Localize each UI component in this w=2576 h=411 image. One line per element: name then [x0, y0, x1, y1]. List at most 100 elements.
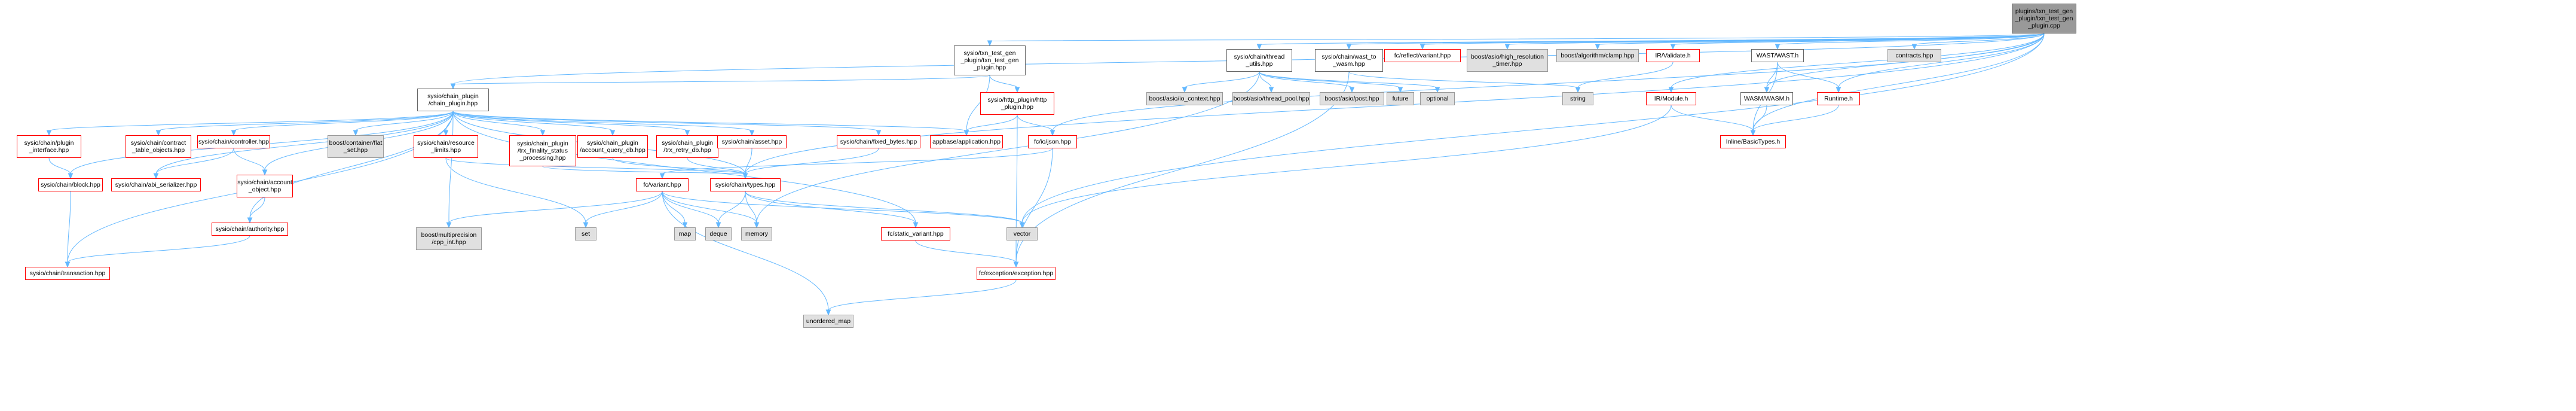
arrowhead-root-to-boost_clamp — [1595, 44, 1601, 50]
arrowhead-txn_hpp-to-chain_plugin — [450, 83, 456, 90]
node-plugin-interface[interactable]: sysio/chain/plugin _interface.hpp — [17, 135, 81, 158]
node-trx-retry-db[interactable]: sysio/chain_plugin /trx_retry_db.hpp — [656, 135, 718, 158]
node-wasm-h[interactable]: WASM/WASM.h — [1740, 92, 1793, 105]
node-runtime-h[interactable]: Runtime.h — [1817, 92, 1860, 105]
node-fc-json[interactable]: fc/io/json.hpp — [1028, 135, 1077, 148]
arrowhead-thread_utils-to-boost_post — [1349, 87, 1355, 93]
edge-account_object-to-authority — [249, 197, 265, 219]
edge-ir_validate-to-string — [1577, 62, 1674, 89]
edge-chain_plugin-to-flat_set — [355, 111, 454, 132]
edge-root-to-runtime_h — [1838, 33, 2045, 89]
node-controller[interactable]: sysio/chain/controller.hpp — [197, 135, 270, 148]
node-contract-table[interactable]: sysio/chain/contract _table_objects.hpp — [126, 135, 191, 158]
arrowhead-fixed_bytes-to-chain_types — [742, 173, 748, 179]
edge-thread_utils-to-boost_io_context — [1184, 71, 1260, 89]
arrowhead-static_variant-to-fc_exception — [1013, 261, 1019, 268]
node-set: set — [575, 227, 596, 240]
node-transaction[interactable]: sysio/chain/transaction.hpp — [25, 267, 110, 280]
node-abi-serializer[interactable]: sysio/chain/abi_serializer.hpp — [111, 178, 201, 191]
arrowhead-ir_module-to-basic_types — [1750, 130, 1756, 136]
edge-chain_plugin-to-static_variant — [452, 111, 916, 224]
edge-controller-to-account_object — [233, 148, 265, 171]
node-thread-utils[interactable]: sysio/chain/thread _utils.hpp — [1226, 49, 1292, 72]
node-optional: optional — [1420, 92, 1455, 105]
edge-account_query_db-to-chain_types — [612, 157, 746, 175]
node-resource-limits[interactable]: sysio/chain/resource _limits.hpp — [414, 135, 478, 158]
edge-root-to-wast_h — [1777, 33, 2045, 45]
node-future: future — [1387, 92, 1414, 105]
edge-static_variant-to-fc_exception — [915, 240, 1017, 263]
node-wast-h[interactable]: WAST/WAST.h — [1751, 49, 1804, 62]
node-static-variant[interactable]: fc/static_variant.hpp — [881, 227, 950, 240]
node-chain-types[interactable]: sysio/chain/types.hpp — [710, 178, 781, 191]
arrowhead-wast_h-to-runtime_h — [1835, 87, 1841, 93]
arrowhead-thread_utils-to-future — [1397, 87, 1403, 93]
node-appbase[interactable]: appbase/application.hpp — [930, 135, 1003, 148]
node-map: map — [674, 227, 696, 240]
edge-fc_variant-to-set — [585, 191, 663, 224]
node-boost-hrt: boost/asio/high_resolution _timer.hpp — [1467, 49, 1548, 72]
node-chain-plugin[interactable]: sysio/chain_plugin /chain_plugin.hpp — [417, 89, 489, 111]
edge-authority-to-transaction — [67, 235, 250, 263]
edge-controller-to-abi_serializer — [155, 148, 234, 175]
arrowhead-chain_plugin-to-trx_retry_db — [684, 130, 690, 136]
arrowhead-txn_hpp-to-http_plugin — [1014, 87, 1020, 93]
node-boost-thread-pool: boost/asio/thread_pool.hpp — [1232, 92, 1310, 105]
node-fixed-bytes[interactable]: sysio/chain/fixed_bytes.hpp — [837, 135, 920, 148]
node-contracts-hpp: contracts.hpp — [1887, 49, 1941, 62]
node-account-query-db[interactable]: sysio/chain_plugin /account_query_db.hpp — [577, 135, 648, 158]
edge-root-to-vector — [1021, 33, 2045, 224]
edge-root-to-txn_hpp — [989, 33, 2045, 42]
node-basic-types[interactable]: Inline/BasicTypes.h — [1720, 135, 1786, 148]
edge-wasm_h-to-basic_types — [1752, 105, 1767, 132]
arrowhead-authority-to-transaction — [65, 261, 71, 268]
arrowhead-fc_exception-to-unordered_map — [825, 309, 831, 316]
node-wast-to-wasm[interactable]: sysio/chain/wast_to _wasm.hpp — [1315, 49, 1383, 72]
edge-chain_plugin-to-abi_serializer — [155, 111, 454, 175]
edge-root-to-contracts_hpp — [1914, 33, 2045, 45]
edge-wast_h-to-wasm_h — [1766, 62, 1778, 89]
edge-chain_plugin-to-trx_retry_db — [452, 111, 688, 132]
arrowhead-controller-to-abi_serializer — [153, 173, 159, 179]
node-string: string — [1562, 92, 1593, 105]
node-vector: vector — [1006, 227, 1038, 240]
edge-fc_variant-to-memory — [662, 191, 757, 224]
node-ir-module[interactable]: IR/Module.h — [1646, 92, 1696, 105]
arrowhead-ir_validate-to-string — [1575, 87, 1581, 93]
edge-wast_h-to-runtime_h — [1777, 62, 1839, 89]
edge-ir_module-to-vector — [1021, 105, 1672, 224]
node-txn-hpp[interactable]: sysio/txn_test_gen _plugin/txn_test_gen … — [954, 45, 1026, 75]
edge-root-to-fc_json — [1052, 33, 2045, 132]
node-block-hpp[interactable]: sysio/chain/block.hpp — [38, 178, 103, 191]
arrowhead-account_object-to-authority — [247, 217, 253, 224]
node-flat-set: boost/container/flat _set.hpp — [328, 135, 384, 158]
node-fc-reflect-variant[interactable]: fc/reflect/variant.hpp — [1384, 49, 1461, 62]
arrowhead-chain_plugin-to-resource_limits — [443, 130, 449, 136]
node-fc-variant[interactable]: fc/variant.hpp — [636, 178, 689, 191]
node-http-plugin[interactable]: sysio/http_plugin/http _plugin.hpp — [980, 92, 1054, 115]
arrowhead-http_plugin-to-appbase — [963, 130, 969, 136]
edge-fc_variant-to-map — [662, 191, 686, 224]
node-account-object[interactable]: sysio/chain/account _object.hpp — [237, 175, 293, 197]
edge-fc_exception-to-unordered_map — [828, 279, 1017, 311]
edge-root-to-ir_module — [1671, 33, 2045, 89]
node-trx-finality[interactable]: sysio/chain_plugin /trx_finality_status … — [509, 135, 576, 166]
edge-chain_plugin-to-contract_table — [158, 111, 454, 132]
arrowhead-chain_plugin-to-asset — [749, 130, 755, 136]
edge-txn_hpp-to-chain_plugin — [452, 75, 990, 85]
node-asset[interactable]: sysio/chain/asset.hpp — [717, 135, 787, 148]
edge-fc_json-to-fc_exception — [1015, 148, 1053, 263]
node-ir-validate[interactable]: IR/Validate.h — [1646, 49, 1700, 62]
arrowhead-http_plugin-to-fc_json — [1050, 130, 1056, 136]
node-multiprecision: boost/multiprecision /cpp_int.hpp — [416, 227, 482, 250]
arrowhead-root-to-fc_reflect_variant — [1419, 44, 1425, 50]
node-root[interactable]: plugins/txn_test_gen _plugin/txn_test_ge… — [2012, 4, 2076, 34]
edge-root-to-basic_types — [1752, 33, 2045, 132]
node-fc-exception[interactable]: fc/exception/exception.hpp — [977, 267, 1056, 280]
arrowhead-chain_types-to-deque — [715, 222, 721, 229]
edge-thread_utils-to-boost_post — [1259, 71, 1353, 89]
edge-chain_plugin-to-trx_finality — [452, 111, 543, 132]
node-authority[interactable]: sysio/chain/authority.hpp — [212, 223, 288, 236]
edge-http_plugin-to-fc_json — [1017, 114, 1053, 132]
